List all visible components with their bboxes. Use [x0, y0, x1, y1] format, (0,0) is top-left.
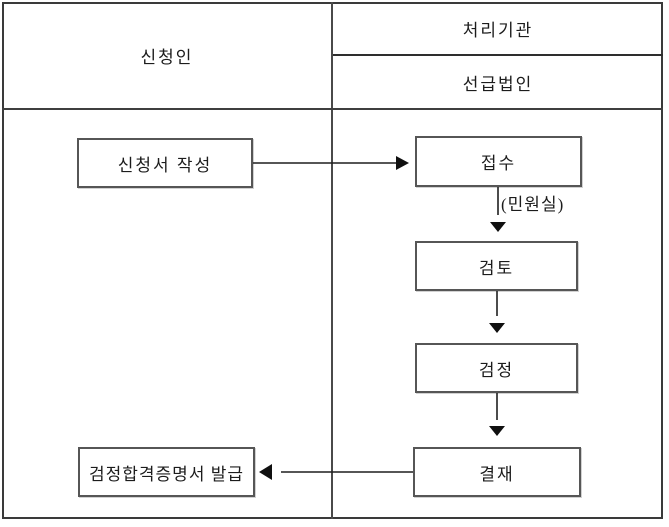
step-box-receipt: 접수	[415, 136, 582, 187]
classification-society-label: 선급법인	[462, 74, 534, 94]
inspection-label: 검정	[478, 360, 515, 380]
processing-agency-label: 처리기관	[462, 20, 534, 40]
certificate-issue-label: 검정합격증명서 발급	[88, 464, 244, 484]
approval-label: 결재	[479, 464, 515, 484]
receipt-label: 접수	[480, 154, 517, 173]
civil-service-office-note: (민원실)	[501, 195, 565, 214]
review-label: 검토	[478, 258, 515, 278]
step-box-certificate-issue: 검정합격증명서 발급	[78, 447, 255, 497]
step-box-write-application: 신청서 작성	[77, 138, 253, 188]
step-box-review: 검토	[415, 241, 578, 291]
column-divider-line	[331, 2, 333, 519]
header-cell-processing-agency: 처리기관	[333, 2, 663, 54]
header-body-divider-line	[2, 108, 663, 110]
write-application-label: 신청서 작성	[117, 155, 213, 175]
header-cell-applicant: 신청인	[2, 2, 332, 108]
step-box-inspection: 검정	[415, 343, 578, 393]
step-box-approval: 결재	[413, 447, 581, 497]
agency-society-divider-line	[333, 54, 663, 56]
applicant-label: 신청인	[140, 47, 194, 67]
header-cell-classification-society: 선급법인	[333, 56, 663, 108]
